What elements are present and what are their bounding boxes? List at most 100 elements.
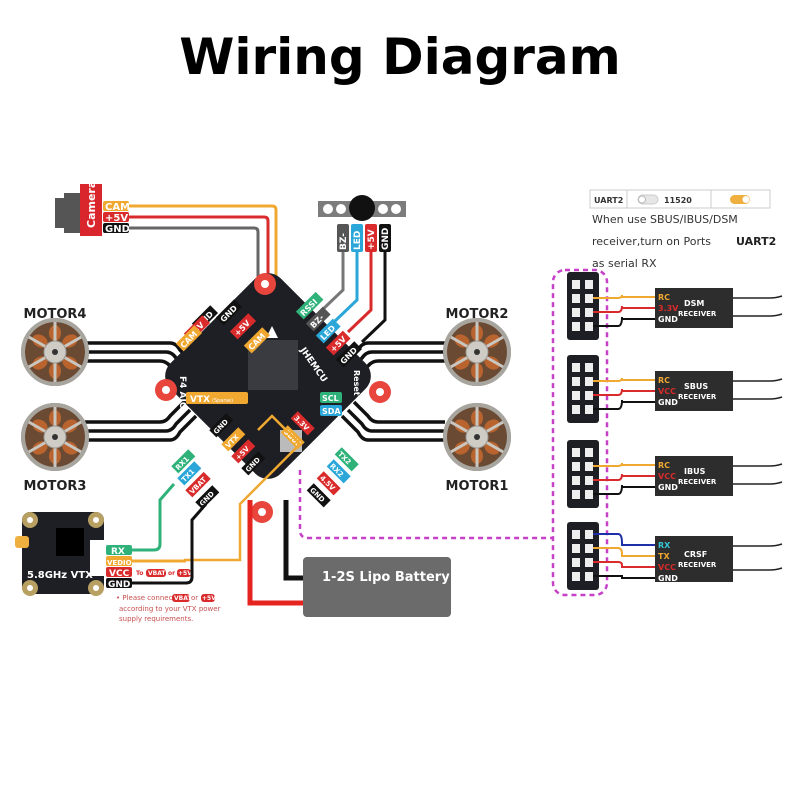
receiver-pin-vcc: VCC (658, 472, 676, 481)
led-pin: LED (353, 231, 363, 250)
vtx-note-or: or (191, 594, 198, 602)
receiver-pin-33v: 3.3V (658, 304, 679, 313)
pad (572, 294, 580, 303)
receiver-wire (593, 575, 655, 579)
receiver-name: CRSF (684, 550, 707, 559)
receiver-pin-gnd: GND (658, 315, 678, 324)
receiver-wire (593, 561, 655, 568)
vtx-pin-gnd: GND (108, 580, 130, 590)
uart-note-line2: receiver,turn on Ports (592, 235, 711, 248)
buzzer-gnd-pin: GND (381, 228, 391, 250)
buzzer-led-labels: BZ- LED +5V GND (337, 224, 391, 252)
pad-sda: SDA (322, 407, 341, 416)
pad (572, 558, 580, 567)
uart-port-label: UART2 (594, 196, 623, 205)
pad (585, 558, 593, 567)
uart-board-section (567, 440, 599, 508)
pad-vtx-main: VTX (190, 395, 210, 405)
antenna-wire (733, 567, 783, 571)
antenna-wire (733, 396, 783, 400)
pad (585, 490, 593, 499)
receiver-wire (593, 305, 655, 313)
receiver-box (655, 371, 733, 411)
vtx-wires (132, 483, 208, 585)
pad (572, 544, 580, 553)
receiver-wire (593, 377, 655, 382)
receiver-wire (593, 316, 655, 327)
receiver-wire (593, 533, 655, 546)
receiver-wire (593, 294, 655, 299)
pad (572, 490, 580, 499)
receiver-sublabel: RECEIVER (678, 478, 717, 486)
uart-board-section (567, 355, 599, 423)
motor4: MOTOR4 (19, 307, 91, 388)
receiver-pin-vcc: VCC (658, 387, 676, 396)
vtx-note-line3: supply requirements. (119, 615, 193, 623)
receiver-pin-tx: TX (658, 552, 670, 561)
battery-wires (247, 500, 306, 606)
vtx-note-line1: • Please connect (116, 594, 175, 602)
receiver-box (655, 456, 733, 496)
pad (585, 448, 593, 457)
receiver-pin-rc: RC (658, 376, 670, 385)
reset-label: Reset (352, 370, 361, 396)
pad (572, 322, 580, 331)
camera-label: Camera (85, 181, 98, 228)
receiver-pin-gnd: GND (658, 483, 678, 492)
pad (572, 308, 580, 317)
vtx-pin-vcc: VCC (109, 569, 130, 579)
pad (585, 322, 593, 331)
receiver-box (655, 536, 733, 582)
receiver-box (655, 288, 733, 328)
vtx-video-wire (184, 414, 302, 562)
vtx-hint-or: or (168, 570, 175, 577)
vtx-pin-rx: RX (111, 547, 125, 557)
pad (572, 391, 580, 400)
pad (572, 363, 580, 372)
receiver-wire (593, 473, 655, 481)
antenna-wire (733, 378, 783, 382)
buzzer-5v-pin: +5V (367, 229, 377, 250)
pad (585, 377, 593, 386)
receiver-pin-rc: RC (658, 293, 670, 302)
camera-pin-cam: CAM (105, 202, 130, 213)
receiver-pin-gnd: GND (658, 398, 678, 407)
pad (572, 448, 580, 457)
pad (585, 544, 593, 553)
pad (585, 476, 593, 485)
vtx-label: 5.8GHz VTX (27, 570, 93, 581)
pad (585, 363, 593, 372)
motor3-label: MOTOR3 (24, 479, 87, 494)
pad (585, 294, 593, 303)
vtx-sparse-note: (Sparse) (212, 398, 233, 404)
receiver-pin-rc: RC (658, 461, 670, 470)
pad (585, 391, 593, 400)
receiver-wire (593, 399, 655, 410)
uart-note-bold: UART2 (736, 235, 776, 248)
receiver-name: DSM (684, 299, 704, 308)
buzzer-led-module (318, 195, 406, 221)
camera-pin-gnd: GND (105, 224, 130, 235)
uart2-group-box (551, 268, 609, 597)
vtx-module: 5.8GHz VTX (15, 512, 106, 596)
pad (572, 377, 580, 386)
receiver-pin-vcc: VCC (658, 563, 676, 572)
receiver-wire (593, 547, 655, 557)
antenna-wire (733, 543, 783, 547)
receiver-name: SBUS (684, 382, 708, 391)
pad (585, 405, 593, 414)
receiver-pin-rx: RX (658, 541, 671, 550)
pad (585, 530, 593, 539)
pad (585, 280, 593, 289)
pad-scl: SCL (322, 394, 339, 403)
vtx-note-5v: +5V (202, 595, 216, 602)
bz-pin: BZ- (339, 233, 349, 250)
uart-baud-label: 11520 (664, 196, 692, 205)
camera-module: Camera CAM +5V GND (55, 181, 130, 236)
pad (572, 462, 580, 471)
antenna-wire (733, 313, 783, 317)
motor3: MOTOR3 (19, 401, 91, 494)
